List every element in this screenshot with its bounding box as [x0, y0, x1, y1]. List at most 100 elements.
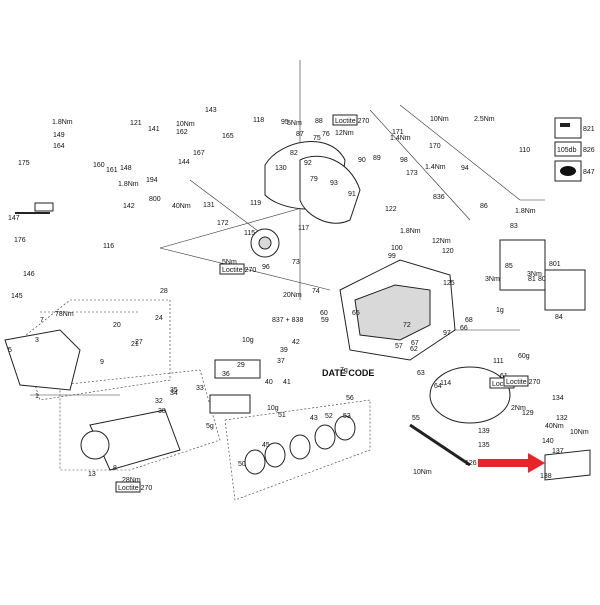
- callout-label: 144: [178, 159, 190, 166]
- loctite-tag-box: [332, 114, 358, 126]
- clip-172: [34, 202, 54, 212]
- callout-label: 29: [237, 362, 245, 369]
- callout-label: 138: [540, 473, 552, 480]
- torque-label: 10g: [242, 337, 254, 344]
- callout-label: 98: [400, 157, 408, 164]
- callout-label: 90: [358, 157, 366, 164]
- date-code-label: DATE CODE: [322, 368, 374, 378]
- callout-label: 836: [433, 194, 445, 201]
- parts: [4, 141, 591, 481]
- callout-label: 100: [391, 245, 403, 252]
- callout-label: 173: [406, 170, 418, 177]
- motor-housing: [544, 269, 586, 311]
- ring-55: [334, 415, 356, 441]
- callout-label: 37: [277, 358, 285, 365]
- callout-label: 27: [135, 339, 143, 346]
- callout-label: 41: [283, 379, 291, 386]
- callout-label: 76: [322, 131, 330, 138]
- legend-box-badge: [554, 141, 582, 157]
- callout-label: 94: [461, 165, 469, 172]
- callout-label: 132: [556, 415, 568, 422]
- callout-label: 57: [395, 343, 403, 350]
- callout-label: 170: [429, 143, 441, 150]
- callout-label: 85: [505, 263, 513, 270]
- callout-label: 176: [14, 237, 26, 244]
- callout-label: 142: [123, 203, 135, 210]
- callout-label: 20: [113, 322, 121, 329]
- callout-label: 137: [552, 448, 564, 455]
- callout-label: 86: [480, 203, 488, 210]
- callout-label: 33: [196, 385, 204, 392]
- torque-label: 1.8Nm: [118, 181, 139, 188]
- callout-label: 88: [315, 118, 323, 125]
- red-arrow-head: [528, 453, 545, 473]
- torque-label: 10Nm: [430, 116, 449, 123]
- callout-label: 97: [443, 330, 451, 337]
- torque-label: 5Nm: [287, 120, 302, 127]
- callout-label: 9: [100, 359, 104, 366]
- legend-label-826: 826: [583, 147, 595, 154]
- torque-label: 12Nm: [335, 130, 354, 137]
- callout-label: 92: [304, 160, 312, 167]
- callout-label: 24: [155, 315, 163, 322]
- ring-50: [289, 434, 311, 460]
- torque-label: 40Nm: [172, 203, 191, 210]
- loctite-tag: Loctite 270: [118, 485, 152, 492]
- torque-label: 78Nm: [55, 311, 74, 318]
- callout-label: 60: [320, 310, 328, 317]
- red-arrow: [478, 453, 545, 473]
- callout-label: 7: [40, 317, 44, 324]
- callout-label: 87: [296, 131, 304, 138]
- callout-label: 121: [130, 120, 142, 127]
- callout-label: 95: [281, 119, 289, 126]
- callout-label: 194: [146, 177, 158, 184]
- callout-label: 62: [410, 346, 418, 353]
- torque-label: 5g: [206, 423, 214, 430]
- callout-label: 160: [93, 162, 105, 169]
- callout-label: 79: [310, 176, 318, 183]
- loctite-tag: Loctite 270: [335, 118, 369, 125]
- callout-label: 51: [278, 412, 286, 419]
- callout-label: 81: [528, 276, 536, 283]
- ring-52: [314, 424, 336, 450]
- callout-label: 175: [18, 160, 30, 167]
- callout-label: 59: [321, 317, 329, 324]
- callout-label: 74: [312, 288, 320, 295]
- switch-housing: [299, 155, 361, 224]
- callout-label: 145: [11, 293, 23, 300]
- callout-label: 13: [88, 471, 96, 478]
- torque-label: 10Nm: [176, 121, 195, 128]
- callout-label: 167: [193, 150, 205, 157]
- ring-53: [244, 449, 266, 475]
- callout-label: 114: [440, 380, 451, 387]
- callout-label: 52: [325, 413, 333, 420]
- torque-label: 12Nm: [432, 238, 451, 245]
- gearbox-cover: [429, 366, 511, 424]
- callout-label: 55: [412, 415, 420, 422]
- callout-label: 72: [403, 322, 411, 329]
- callout-label: 56: [346, 395, 354, 402]
- legend-badge-105db: 105db: [557, 147, 577, 154]
- callout-label: 83: [510, 223, 518, 230]
- callout-label: 111: [493, 358, 504, 365]
- callout-label: 99: [388, 253, 396, 260]
- callout-label: 149: [53, 132, 65, 139]
- torque-label: 5Nm: [222, 259, 237, 266]
- callout-label: 146: [23, 271, 35, 278]
- callout-label: 34: [170, 390, 178, 397]
- callout-label: 64: [434, 383, 442, 390]
- callout-label: 134: [552, 395, 564, 402]
- callout-label: 164: [53, 143, 65, 150]
- torque-label: 3Nm: [527, 271, 542, 278]
- callout-label: 129: [522, 410, 534, 417]
- callout-label: 45: [262, 442, 270, 449]
- callout-label: 131: [203, 202, 215, 209]
- legend-label-821: 821: [583, 126, 595, 133]
- callout-label: 43: [310, 415, 318, 422]
- callout-label: 35: [170, 387, 178, 394]
- callout-label: 36: [222, 371, 230, 378]
- legend-icon-grease: [560, 123, 570, 127]
